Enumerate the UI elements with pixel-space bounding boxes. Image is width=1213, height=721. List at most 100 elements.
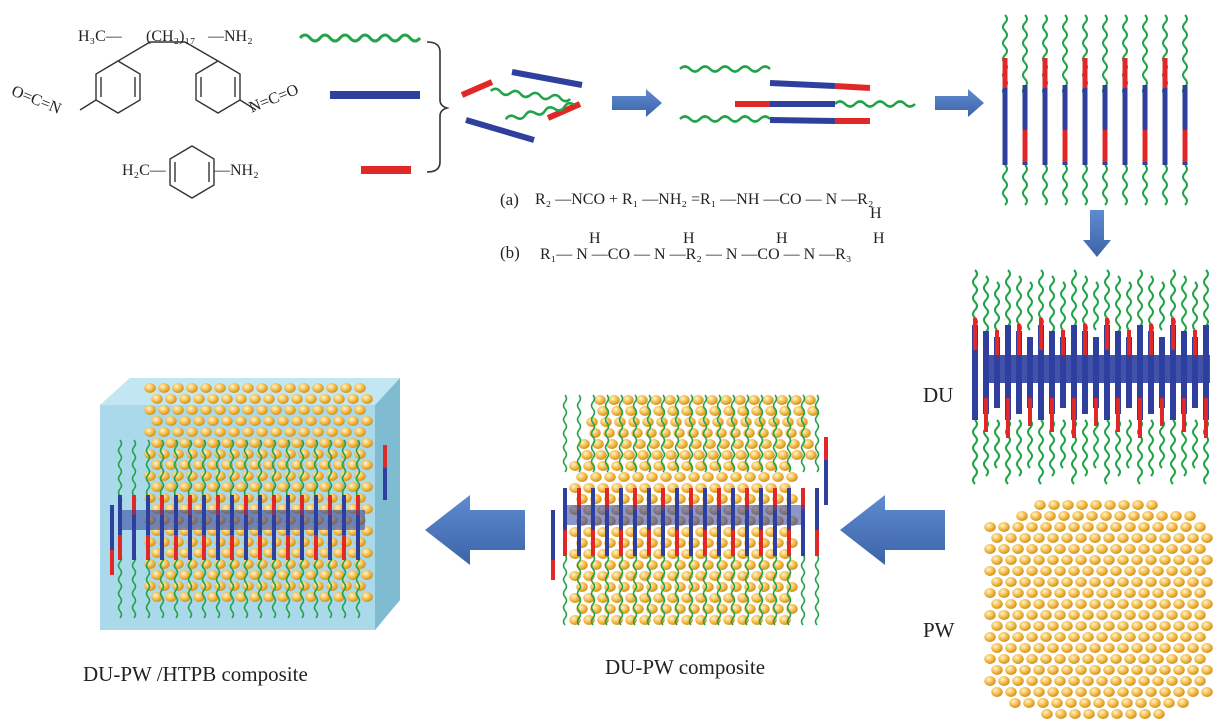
pw-particle [998, 676, 1010, 686]
pw-particle [737, 615, 749, 625]
pw-particle [1138, 654, 1150, 664]
pw-particle [1138, 588, 1150, 598]
pw-particle [991, 687, 1003, 697]
pw-particle [333, 394, 345, 404]
pw-particle [347, 482, 359, 492]
pw-particle [1044, 511, 1056, 521]
pw-particle [151, 438, 163, 448]
pw-particle [1096, 654, 1108, 664]
pw-particle [597, 615, 609, 625]
pw-particle [1131, 621, 1143, 631]
pw-particle [207, 482, 219, 492]
pw-particle [667, 615, 679, 625]
pw-particle [228, 383, 240, 393]
pw-particle [1026, 676, 1038, 686]
du-alkyl-chain [1016, 419, 1022, 477]
pw-particle [242, 427, 254, 437]
du-alkyl-chain [702, 554, 708, 626]
pw-particle [776, 395, 788, 405]
pw-particle [361, 438, 373, 448]
pw-particle [179, 394, 191, 404]
pw-particle [1033, 555, 1045, 565]
du-alkyl-chain [646, 554, 652, 626]
du-alkyl-chain [1038, 419, 1044, 485]
du-alkyl-chain [772, 554, 778, 626]
pw-particle [1131, 599, 1143, 609]
legend-alkyl-chain [298, 33, 422, 43]
du-alkyl-chain [1002, 164, 1008, 206]
pw-particle [723, 615, 735, 625]
du-alkyl-chain [1082, 275, 1088, 333]
pw-particle [1040, 654, 1052, 664]
pw-particle [1019, 643, 1031, 653]
pw-particle [1030, 511, 1042, 521]
pw-particle [1019, 687, 1031, 697]
pw-particle [1124, 610, 1136, 620]
pw-particle [340, 405, 352, 415]
pw-particle [1055, 709, 1067, 719]
pw-particle [998, 654, 1010, 664]
reaction-a-equation: R₂ —NCO + R₁ —NH₂ =R₁ —NH —CO — N —R₂ [535, 191, 874, 208]
pw-particle [793, 406, 805, 416]
du-alkyl-chain [814, 554, 820, 626]
pw-particle [270, 405, 282, 415]
pw-particle [763, 450, 775, 460]
pw-particle [284, 383, 296, 393]
mixed-components [460, 69, 583, 143]
du-alkyl-chain [271, 554, 277, 619]
pw-particle [1016, 511, 1028, 521]
pw-particle [1166, 632, 1178, 642]
pw-particle [991, 533, 1003, 543]
pw-particle [298, 405, 310, 415]
pw-particle [249, 460, 261, 470]
pw-particle [674, 472, 686, 482]
pw-particle [186, 427, 198, 437]
du-alkyl-chain [173, 554, 179, 619]
pw-particle [1187, 643, 1199, 653]
pw-particle [1145, 555, 1157, 565]
pw-particle [1026, 566, 1038, 576]
du-alkyl-chain [131, 554, 137, 619]
pw-particle [1012, 676, 1024, 686]
pw-particle [1082, 632, 1094, 642]
pw-particle [151, 460, 163, 470]
pw-particle [1146, 500, 1158, 510]
pw-particle [1012, 566, 1024, 576]
pw-particle [1061, 533, 1073, 543]
pw-particle [165, 460, 177, 470]
pw-particle [1100, 511, 1112, 521]
pw-particle [1124, 632, 1136, 642]
du-pw-htpb-composite-caption: DU-PW /HTPB composite [83, 662, 308, 686]
pw-particle [1096, 544, 1108, 554]
du-alkyl-chain [590, 394, 596, 473]
pw-particle [1111, 709, 1123, 719]
pw-particle [1019, 621, 1031, 631]
du-alkyl-chain [341, 439, 347, 504]
reaction-b-tag: (b) [500, 243, 520, 262]
pw-particle [1201, 555, 1213, 565]
pw-particle [1069, 709, 1081, 719]
pw-particle [1187, 621, 1199, 631]
pw-particle [679, 450, 691, 460]
pw-particle [1159, 687, 1171, 697]
du-alkyl-chain [1159, 419, 1165, 469]
du-alkyl-chain [786, 554, 792, 626]
du-alkyl-chain [744, 394, 750, 473]
pw-particle [221, 570, 233, 580]
du-alkyl-chain [758, 554, 764, 626]
octadecylamine-ch2: (CH₂)₁₇ [146, 28, 196, 45]
pw-particle [221, 460, 233, 470]
pw-particle [1177, 698, 1189, 708]
du-alkyl-chain [660, 554, 666, 626]
pw-particle [333, 548, 345, 558]
pw-particle [1152, 566, 1164, 576]
pw-particle [721, 450, 733, 460]
pw-particle [305, 438, 317, 448]
pw-particle [305, 460, 317, 470]
pw-particle [144, 427, 156, 437]
pw-particle [291, 438, 303, 448]
pw-particle [1124, 544, 1136, 554]
pw-particle [354, 405, 366, 415]
pw-particle [1075, 665, 1087, 675]
pw-particle [235, 482, 247, 492]
